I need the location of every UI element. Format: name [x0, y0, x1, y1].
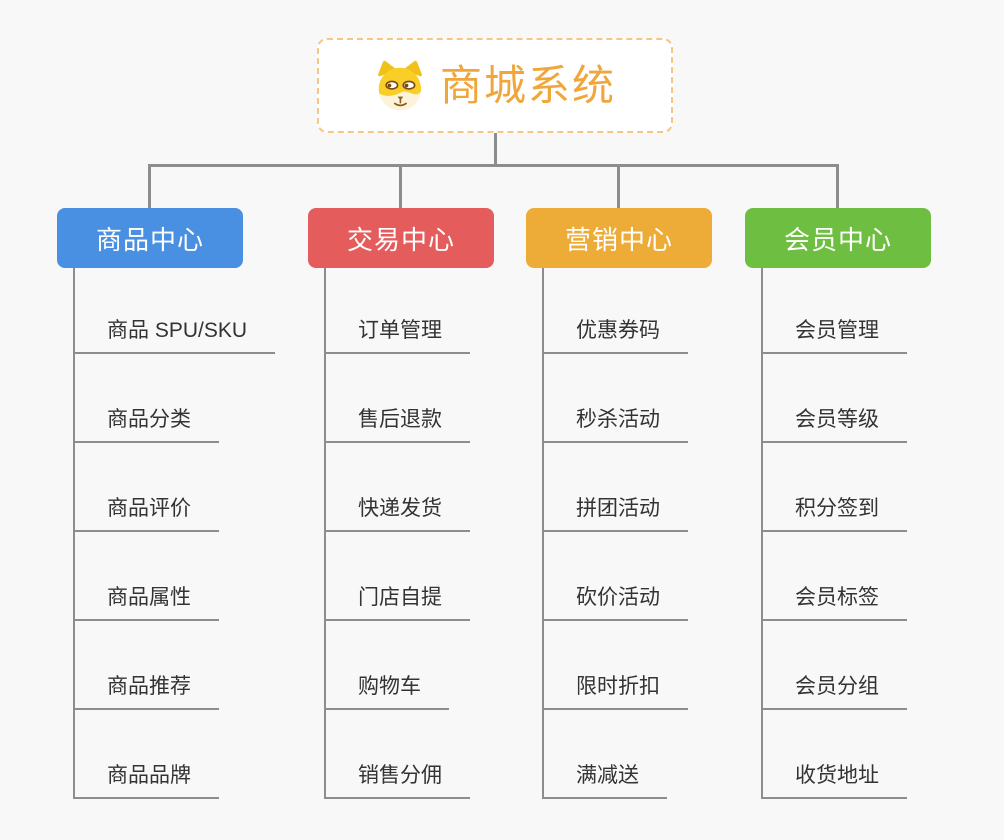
branch-label: 会员中心 [783, 224, 892, 255]
topic-item[interactable]: 砍价活动 [542, 586, 688, 621]
root-label: 商城系统 [439, 61, 616, 109]
root-node[interactable]: 商城系统 [317, 38, 673, 133]
topic-item[interactable]: 优惠券码 [542, 319, 688, 354]
connector-horizontal [149, 164, 839, 167]
topic-list-product-center: 商品 SPU/SKU 商品分类 商品评价 商品属性 商品推荐 商品品牌 [73, 265, 276, 799]
topic-item[interactable]: 会员管理 [761, 319, 907, 354]
topic-item[interactable]: 商品 SPU/SKU [73, 319, 276, 354]
topic-item[interactable]: 会员标签 [761, 586, 907, 621]
topic-item[interactable]: 秒杀活动 [542, 408, 688, 443]
branch-node-product-center[interactable]: 商品中心 [57, 208, 243, 268]
connector-branch-trunk-1 [73, 268, 75, 799]
connector-drop-2 [399, 164, 402, 209]
branch-node-trade-center[interactable]: 交易中心 [308, 208, 494, 268]
topic-list-member-center: 会员管理 会员等级 积分签到 会员标签 会员分组 收货地址 [761, 265, 907, 799]
connector-root-trunk [494, 131, 497, 167]
branch-label: 商品中心 [95, 224, 204, 255]
topic-item[interactable]: 销售分佣 [324, 764, 470, 799]
topic-item[interactable]: 会员分组 [761, 675, 907, 710]
connector-branch-trunk-2 [324, 268, 326, 799]
branch-label: 营销中心 [564, 224, 673, 255]
topic-item[interactable]: 限时折扣 [542, 675, 688, 710]
connector-branch-trunk-3 [542, 268, 544, 799]
connector-drop-1 [148, 164, 151, 209]
topic-item[interactable]: 商品属性 [73, 586, 219, 621]
topic-item[interactable]: 门店自提 [324, 586, 470, 621]
topic-list-marketing-center: 优惠券码 秒杀活动 拼团活动 砍价活动 限时折扣 满减送 [542, 265, 688, 799]
topic-item[interactable]: 购物车 [324, 675, 449, 710]
topic-item[interactable]: 拼团活动 [542, 497, 688, 532]
connector-drop-4 [836, 164, 839, 209]
topic-item[interactable]: 快递发货 [324, 497, 470, 532]
topic-item[interactable]: 满减送 [542, 764, 667, 799]
branch-node-member-center[interactable]: 会员中心 [745, 208, 931, 268]
topic-item[interactable]: 商品品牌 [73, 764, 219, 799]
topic-item[interactable]: 会员等级 [761, 408, 907, 443]
topic-item[interactable]: 商品推荐 [73, 675, 219, 710]
topic-item[interactable]: 收货地址 [761, 764, 907, 799]
topic-item[interactable]: 商品评价 [73, 497, 219, 532]
topic-list-trade-center: 订单管理 售后退款 快递发货 门店自提 购物车 销售分佣 [324, 265, 470, 799]
branch-label: 交易中心 [346, 224, 455, 255]
topic-item[interactable]: 积分签到 [761, 497, 907, 532]
branch-node-marketing-center[interactable]: 营销中心 [526, 208, 712, 268]
topic-item[interactable]: 售后退款 [324, 408, 470, 443]
topic-item[interactable]: 订单管理 [324, 319, 470, 354]
connector-branch-trunk-4 [761, 268, 763, 799]
dog-face-icon [378, 60, 422, 110]
topic-item[interactable]: 商品分类 [73, 408, 219, 443]
connector-drop-3 [617, 164, 620, 209]
